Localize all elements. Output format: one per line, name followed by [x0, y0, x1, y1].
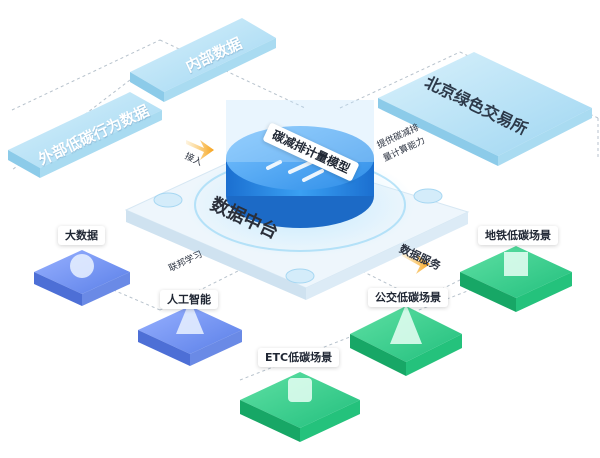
ai-block [138, 300, 242, 366]
sphere-icon [70, 254, 94, 278]
access-arrow [186, 140, 214, 160]
cube-icon [504, 252, 528, 276]
metro-tag: 地铁低碳场景 [478, 226, 558, 245]
bus-tag: 公交低碳场景 [368, 288, 448, 307]
ai-tag: 人工智能 [160, 290, 218, 309]
external-data-block [8, 92, 162, 178]
bus-scenario-block [350, 304, 462, 376]
big-data-block [34, 250, 130, 306]
etc-tag: ETC低碳场景 [258, 348, 340, 367]
metro-scenario-block [460, 246, 572, 312]
pyramid-icon [390, 304, 422, 344]
data-service-arrow [402, 252, 430, 274]
internal-data-block [130, 18, 276, 102]
exchange-block [378, 52, 592, 166]
etc-scenario-block [240, 372, 360, 442]
cone-icon [176, 300, 204, 334]
big-data-tag: 大数据 [58, 226, 105, 245]
cylinder-icon [288, 378, 312, 402]
